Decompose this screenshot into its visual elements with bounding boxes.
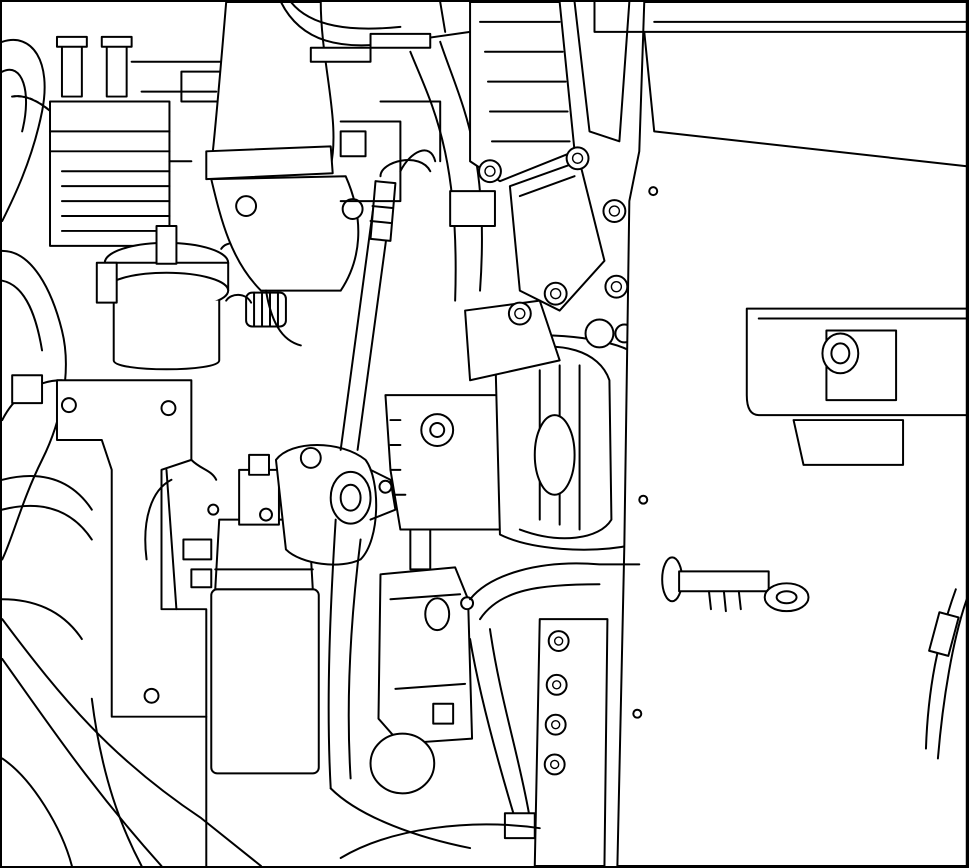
top-hose-lines [279,2,477,63]
mid-engine-housing [339,40,496,302]
hydraulic-pump [377,528,475,745]
intake-duct [205,2,364,347]
lower-hoses [327,518,641,860]
mounting-bracket-plate [55,379,208,718]
right-lower-hose [936,598,967,760]
pump-housing [464,2,631,382]
panel-cutout-bracket [745,307,967,466]
alternator-unit [384,318,636,551]
small-fittings [144,458,220,589]
ribbed-filter-canister [49,100,193,247]
fuel-filter-cap-assembly [95,224,230,371]
vertical-fuel-pipe [339,149,437,451]
radiator-side-panel [593,2,967,866]
lower-bolt-strip [533,618,609,866]
upper-left-fittings [55,35,223,103]
lower-left-hose [2,618,263,866]
filter-head-housing [274,444,397,566]
drain-cock-valve [661,556,810,613]
